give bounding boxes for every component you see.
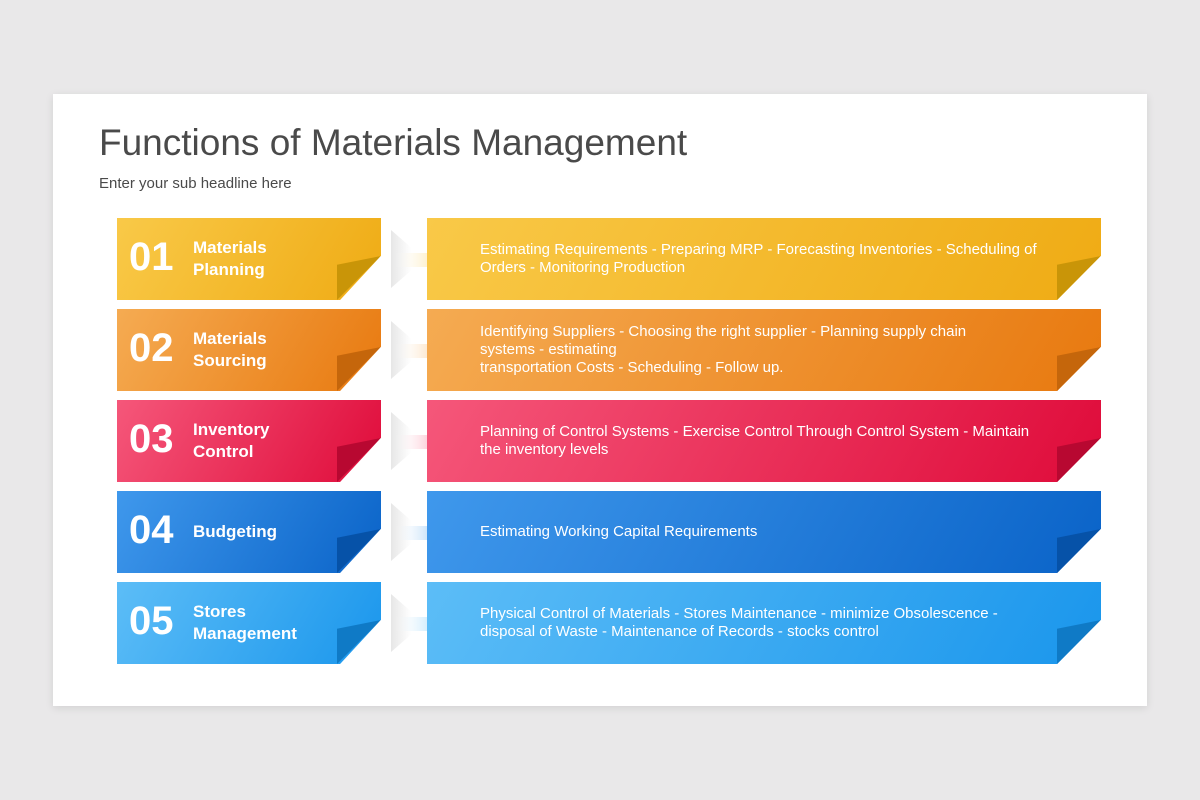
function-row: 04 Budgeting Estimating Working Capital … <box>117 491 1101 573</box>
number-badge: 01 Materials Planning <box>117 218 381 300</box>
description-panel: Estimating Working Capital Requirements <box>427 491 1101 573</box>
description-panel: Planning of Control Systems - Exercise C… <box>427 400 1101 482</box>
item-description: Estimating Requirements - Preparing MRP … <box>480 241 1037 276</box>
page-fold-icon <box>1057 347 1101 391</box>
item-number: 01 <box>129 235 174 279</box>
page-fold-icon <box>1057 529 1101 573</box>
item-description: Estimating Working Capital Requirements <box>480 523 758 540</box>
function-row: 01 Materials Planning Estimating Require… <box>117 218 1101 300</box>
item-label: Materials Planning <box>193 238 267 279</box>
item-description: Identifying Suppliers - Choosing the rig… <box>480 323 967 376</box>
item-number: 02 <box>129 326 174 370</box>
item-number: 03 <box>129 417 174 461</box>
page-fold-icon <box>1057 256 1101 300</box>
page-fold-icon <box>337 256 381 300</box>
slide-subtitle: Enter your sub headline here <box>99 175 292 192</box>
number-badge: 04 Budgeting <box>117 491 381 573</box>
page-fold-icon <box>337 620 381 664</box>
number-badge: 05 Stores Management <box>117 582 381 664</box>
number-badge: 02 Materials Sourcing <box>117 309 381 391</box>
page-fold-icon <box>337 347 381 391</box>
number-badge: 03 Inventory Control <box>117 400 381 482</box>
item-label: Budgeting <box>193 522 278 541</box>
slide: Functions of Materials Management Enter … <box>53 94 1147 706</box>
item-label: Materials Sourcing <box>193 329 267 370</box>
item-number: 04 <box>129 508 174 552</box>
function-row: 02 Materials Sourcing Identifying Suppli… <box>117 309 1101 391</box>
description-panel: Physical Control of Materials - Stores M… <box>427 582 1101 664</box>
description-panel: Estimating Requirements - Preparing MRP … <box>427 218 1101 300</box>
page-fold-icon <box>1057 438 1101 482</box>
description-panel: Identifying Suppliers - Choosing the rig… <box>427 309 1101 391</box>
function-row: 05 Stores Management Physical Control of… <box>117 582 1101 664</box>
function-row: 03 Inventory Control Planning of Control… <box>117 400 1101 482</box>
item-label: Stores Management <box>193 602 297 643</box>
page-fold-icon <box>337 529 381 573</box>
page-fold-icon <box>337 438 381 482</box>
item-description: Physical Control of Materials - Stores M… <box>480 605 998 640</box>
item-label: Inventory Control <box>193 420 270 461</box>
item-description: Planning of Control Systems - Exercise C… <box>480 423 1030 458</box>
slide-title: Functions of Materials Management <box>99 122 688 163</box>
page-fold-icon <box>1057 620 1101 664</box>
item-number: 05 <box>129 599 174 643</box>
